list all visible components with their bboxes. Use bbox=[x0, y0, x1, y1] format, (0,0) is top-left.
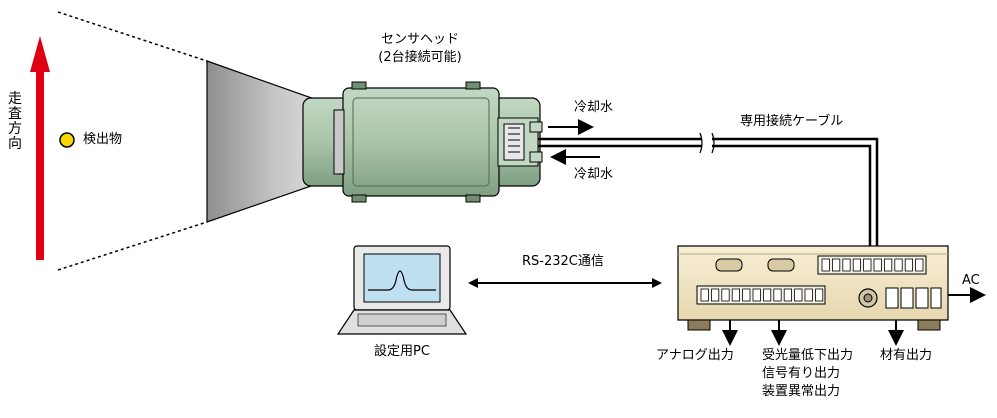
terminal-screw bbox=[711, 288, 720, 302]
terminal-screw bbox=[700, 288, 709, 302]
terminal-screw bbox=[763, 288, 772, 302]
scan-direction-arrow bbox=[30, 36, 50, 260]
terminal-screw bbox=[752, 288, 761, 302]
terminal-screw bbox=[852, 258, 862, 272]
device-error-output-label: 装置異常出力 bbox=[762, 384, 841, 399]
terminal-screw bbox=[894, 258, 903, 272]
setup-pc-laptop bbox=[336, 245, 468, 335]
scan-direction-label: 走査方向 bbox=[8, 91, 22, 152]
sensor-head-sublabel: (2台接続可能) bbox=[378, 50, 462, 65]
dedicated-cable bbox=[538, 137, 879, 246]
terminal-screw bbox=[832, 258, 841, 272]
material-present-output-label: 材有出力 bbox=[880, 348, 933, 363]
sensor-head bbox=[302, 81, 543, 203]
controller-unit bbox=[677, 245, 949, 331]
cable-break-mark bbox=[699, 132, 715, 154]
terminal-screw bbox=[783, 288, 793, 302]
detected-object-label: 検出物 bbox=[83, 132, 123, 147]
dedicated-cable-label: 専用接続ケーブル bbox=[740, 114, 844, 129]
terminal-screw bbox=[731, 288, 741, 302]
cooling-water-out-label: 冷却水 bbox=[574, 100, 614, 115]
terminal-screw bbox=[742, 288, 751, 302]
fov-line-bottom bbox=[57, 221, 208, 271]
terminal-screw bbox=[794, 288, 803, 302]
terminal-screw bbox=[863, 258, 872, 272]
signal-present-output-label: 信号有り出力 bbox=[762, 366, 841, 381]
analog-output-label: アナログ出力 bbox=[656, 348, 734, 363]
terminal-screw bbox=[873, 258, 882, 272]
terminal-screw bbox=[815, 288, 824, 302]
terminal-screw bbox=[821, 258, 830, 272]
terminal-block-bottom bbox=[696, 285, 826, 305]
terminal-screw bbox=[804, 288, 813, 302]
terminal-block-top bbox=[817, 255, 927, 275]
cooling-water-in-label: 冷却水 bbox=[574, 167, 614, 182]
terminal-screw bbox=[884, 258, 893, 272]
terminal-screw bbox=[842, 258, 851, 272]
light-low-output-label: 受光量低下出力 bbox=[762, 348, 854, 363]
setup-pc-label: 設定用PC bbox=[374, 344, 430, 359]
ac-label: AC bbox=[962, 273, 980, 288]
sensor-head-label: センサヘッド bbox=[380, 32, 459, 47]
detected-object-icon bbox=[59, 132, 75, 148]
terminal-screw bbox=[773, 288, 782, 302]
rs232c-label: RS-232C通信 bbox=[522, 254, 604, 269]
terminal-screw bbox=[721, 288, 730, 302]
terminal-screw bbox=[915, 258, 924, 272]
rs232c-arrow bbox=[468, 278, 662, 288]
terminal-screw bbox=[904, 258, 914, 272]
fov-line-top bbox=[57, 11, 208, 62]
